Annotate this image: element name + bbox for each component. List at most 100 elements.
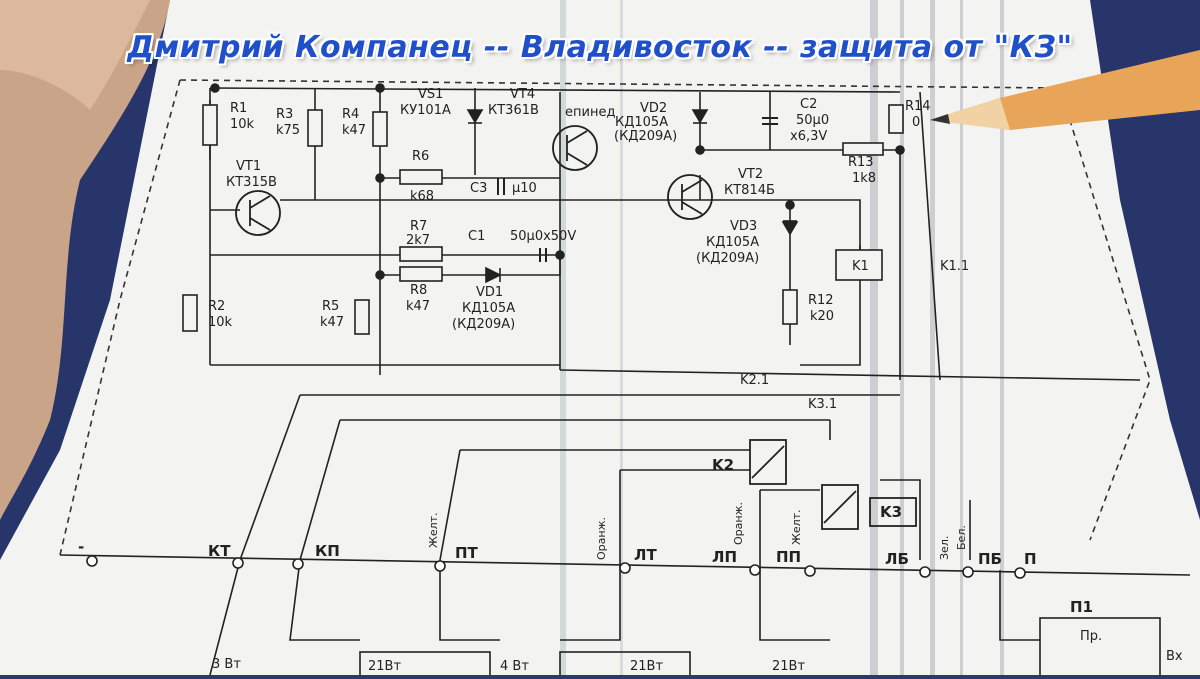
r12-ref: R12 bbox=[808, 293, 834, 308]
vs1-value: КУ101А bbox=[400, 103, 451, 118]
r13-body bbox=[842, 142, 884, 156]
c2-value: 50μ0 bbox=[796, 113, 829, 128]
vd3-alt: (КД209А) bbox=[696, 251, 759, 266]
c1-symbol bbox=[539, 248, 547, 262]
vd1-alt: (КД209А) bbox=[452, 317, 515, 332]
vt4-extra: епинед bbox=[565, 105, 615, 120]
p1-pr-label: Пр. bbox=[1080, 629, 1102, 644]
k1-ref: K1 bbox=[852, 259, 869, 274]
vd2-value: КД105А bbox=[615, 115, 668, 130]
pencil bbox=[930, 50, 1200, 130]
r2-value: 10k bbox=[208, 315, 233, 330]
c3-value: μ10 bbox=[512, 181, 537, 196]
vt4-symbol bbox=[552, 125, 598, 171]
vs1-ref: VS1 bbox=[418, 87, 443, 102]
lamp-box-1 bbox=[359, 651, 491, 679]
lamp-label-2: 21Вт bbox=[368, 659, 401, 674]
lamp-label-4: 21Вт bbox=[630, 659, 663, 674]
r5-value: k47 bbox=[320, 315, 344, 330]
vt4-value: КТ361В bbox=[488, 103, 539, 118]
r8-ref: R8 bbox=[410, 283, 427, 298]
r3-value: k75 bbox=[276, 123, 300, 138]
r6-value: k68 bbox=[410, 189, 434, 204]
k1-coil bbox=[835, 249, 883, 281]
r4-ref: R4 bbox=[342, 107, 359, 122]
k3-ref: K3 bbox=[880, 503, 902, 521]
c2-rating: x6,3V bbox=[790, 129, 827, 144]
print-streaks bbox=[560, 0, 1004, 675]
vd2-symbol bbox=[691, 109, 709, 124]
r2-body bbox=[182, 294, 198, 332]
vt2-symbol bbox=[667, 174, 713, 220]
r7-body bbox=[399, 246, 443, 262]
r14-ref: R14 bbox=[905, 99, 931, 114]
k21-ref: K2.1 bbox=[740, 373, 769, 388]
r3-body bbox=[307, 109, 323, 147]
lamp-label-3: 4 Вт bbox=[500, 659, 529, 674]
vt1-symbol bbox=[235, 190, 281, 236]
r13-ref: R13 bbox=[848, 155, 874, 170]
terminal-pb: ПБ bbox=[978, 550, 1002, 568]
lamp-label-1: 3 Вт bbox=[212, 657, 241, 672]
terminal-p: П bbox=[1024, 550, 1037, 568]
terminal-lt: ЛТ bbox=[634, 546, 657, 564]
terminal-lb: ЛБ bbox=[885, 550, 909, 568]
c2-symbol bbox=[762, 117, 778, 125]
r4-body bbox=[372, 111, 388, 147]
wire-color-3: Оранж. bbox=[732, 502, 745, 545]
lamp-label-5: 21Вт bbox=[772, 659, 805, 674]
terminal-kp: КП bbox=[315, 542, 340, 560]
vt1-ref: VT1 bbox=[236, 159, 261, 174]
terminal-kt: КТ bbox=[208, 542, 231, 560]
r4-value: k47 bbox=[342, 123, 366, 138]
vt2-value: КТ814Б bbox=[724, 183, 775, 198]
r2-ref: R2 bbox=[208, 299, 225, 314]
c3-symbol bbox=[497, 178, 505, 195]
vd3-ref: VD3 bbox=[730, 219, 757, 234]
k31-ref: K3.1 bbox=[808, 397, 837, 412]
vd3-symbol bbox=[781, 221, 799, 236]
vd1-ref: VD1 bbox=[476, 285, 503, 300]
wire-color-5: Зел. bbox=[938, 536, 951, 560]
terminal-lp: ЛП bbox=[712, 548, 737, 566]
terminal-minus: - bbox=[78, 538, 84, 556]
r7-ref: R7 bbox=[410, 219, 427, 234]
r14-value: 0 bbox=[912, 115, 920, 130]
r5-ref: R5 bbox=[322, 299, 339, 314]
wire-color-6: Бел. bbox=[955, 525, 968, 550]
vd2-alt: (КД209А) bbox=[614, 129, 677, 144]
r12-body bbox=[782, 289, 798, 325]
hand-left bbox=[0, 0, 170, 520]
wire-color-4: Желт. bbox=[790, 509, 803, 545]
c1-ref: C1 bbox=[468, 229, 485, 244]
r8-value: k47 bbox=[406, 299, 430, 314]
r3-ref: R3 bbox=[276, 107, 293, 122]
vd3-value: КД105А bbox=[706, 235, 759, 250]
r7-value: 2k7 bbox=[406, 233, 430, 248]
r13-value: 1k8 bbox=[852, 171, 876, 186]
p1-ref: П1 bbox=[1070, 598, 1093, 616]
p1-vx-label: Вх bbox=[1166, 649, 1183, 664]
c3-ref: C3 bbox=[470, 181, 487, 196]
r1-value: 10k bbox=[230, 117, 255, 132]
terminal-pt: ПТ bbox=[455, 544, 479, 562]
r8-body bbox=[399, 266, 443, 282]
wire-color-1: Желт. bbox=[427, 512, 440, 548]
vt2-ref: VT2 bbox=[738, 167, 763, 182]
lamp-box-2 bbox=[559, 651, 691, 679]
c1-value: 50μ0x50V bbox=[510, 229, 576, 244]
r6-body bbox=[399, 169, 443, 185]
r1-ref: R1 bbox=[230, 101, 247, 116]
vt4-ref: VT4 bbox=[510, 87, 535, 102]
vs1-symbol bbox=[466, 109, 484, 124]
r5-body bbox=[354, 299, 370, 335]
wire-color-2: Оранж. bbox=[595, 517, 608, 560]
k11-ref: K1.1 bbox=[940, 259, 969, 274]
terminal-pp: ПП bbox=[776, 548, 801, 566]
vd1-symbol bbox=[485, 266, 502, 284]
r12-value: k20 bbox=[810, 309, 834, 324]
vd1-value: КД105А bbox=[462, 301, 515, 316]
vt1-value: КТ315В bbox=[226, 175, 277, 190]
